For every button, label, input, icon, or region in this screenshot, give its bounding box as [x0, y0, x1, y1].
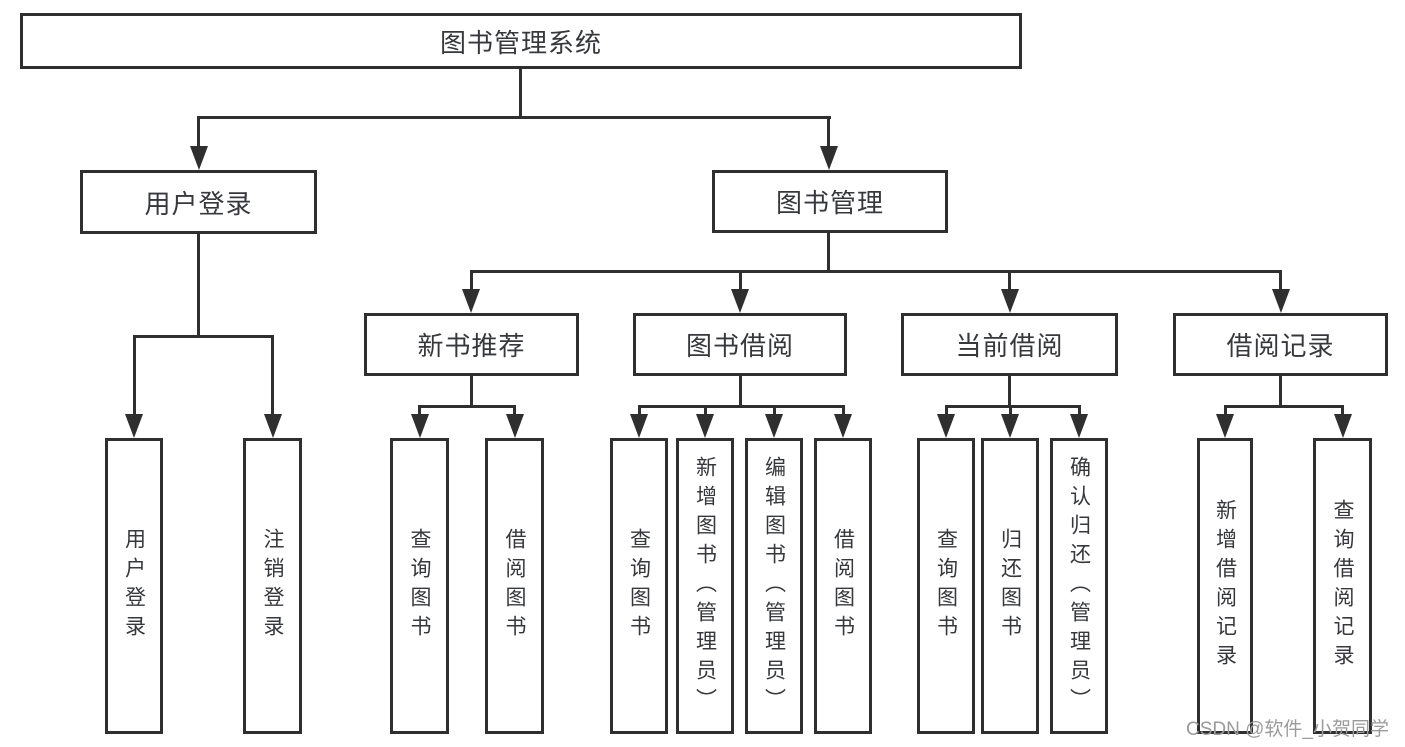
node-leaf-user-login: 用户登录 — [105, 438, 163, 734]
arrow-down-icon — [937, 414, 955, 438]
v-line — [1077, 405, 1081, 418]
node-leaf-add-borrow-record: 新增借阅记录 — [1197, 438, 1253, 734]
node-leaf-confirm-return-admin: 确认归还（管理员） — [1050, 438, 1108, 734]
v-line — [469, 270, 473, 293]
node-book-management: 图书管理 — [712, 170, 948, 233]
arrow-down-icon — [410, 414, 429, 438]
v-line — [738, 376, 742, 408]
watermark: CSDN @软件_小贺同学 — [1186, 719, 1389, 740]
h-line — [944, 405, 1081, 408]
v-line — [1008, 270, 1011, 293]
node-leaf-query-book-recommend: 查询图书 — [390, 438, 449, 734]
node-leaf-return-book: 归还图书 — [981, 438, 1039, 734]
v-line — [519, 69, 522, 118]
arrow-down-icon — [1216, 414, 1234, 438]
arrow-down-icon — [1070, 414, 1088, 438]
leaf-label: 确认归还（管理员） — [1067, 455, 1091, 717]
leaf-label: 查询图书 — [934, 528, 958, 644]
arrow-down-icon — [263, 414, 282, 438]
arrow-down-icon — [834, 414, 852, 438]
node-leaf-edit-book-admin: 编辑图书（管理员） — [745, 438, 803, 734]
v-line — [513, 405, 516, 418]
v-line — [1223, 405, 1227, 418]
v-line — [271, 335, 274, 418]
arrow-down-icon — [630, 414, 648, 438]
node-new-book-recommend: 新书推荐 — [364, 313, 579, 376]
leaf-label: 借阅图书 — [831, 528, 855, 644]
v-line — [944, 405, 948, 418]
h-line — [418, 405, 516, 408]
arrow-down-icon — [1333, 414, 1352, 438]
v-line — [738, 270, 742, 293]
arrow-down-icon — [696, 414, 714, 438]
leaf-label: 编辑图书（管理员） — [762, 455, 786, 717]
v-line — [197, 116, 200, 150]
v-line — [1008, 376, 1011, 408]
v-line — [772, 405, 776, 418]
leaf-label: 新增图书（管理员） — [693, 455, 717, 717]
arrow-down-icon — [731, 289, 749, 313]
v-line — [1008, 405, 1012, 418]
v-line — [637, 405, 641, 418]
v-line — [827, 116, 830, 150]
arrow-down-icon — [505, 414, 524, 438]
arrow-down-icon — [462, 289, 480, 313]
v-line — [841, 405, 845, 418]
h-line — [132, 335, 274, 338]
arrow-down-icon — [819, 146, 838, 170]
leaf-label: 查询借阅记录 — [1331, 499, 1354, 673]
leaf-label: 新增借阅记录 — [1213, 499, 1237, 673]
v-line — [418, 405, 421, 418]
v-line — [1279, 270, 1282, 293]
node-leaf-borrow-book-recommend: 借阅图书 — [485, 438, 544, 734]
leaf-label: 注销登录 — [261, 528, 284, 644]
arrow-down-icon — [189, 146, 208, 170]
arrow-down-icon — [1000, 289, 1019, 313]
node-book-borrow: 图书借阅 — [633, 313, 847, 376]
leaf-label: 查询图书 — [627, 528, 651, 644]
node-leaf-borrow-book: 借阅图书 — [814, 438, 872, 734]
leaf-label: 借阅图书 — [503, 528, 526, 644]
arrow-down-icon — [125, 414, 143, 438]
arrow-down-icon — [1001, 414, 1019, 438]
arrow-down-icon — [765, 414, 783, 438]
v-line — [470, 376, 473, 408]
h-line — [1223, 405, 1344, 408]
node-leaf-query-book-current: 查询图书 — [917, 438, 975, 734]
leaf-label: 查询图书 — [408, 528, 431, 644]
node-borrow-records: 借阅记录 — [1173, 313, 1388, 376]
node-library-system: 图书管理系统 — [20, 13, 1022, 69]
v-line — [132, 335, 136, 418]
v-line — [703, 405, 707, 418]
node-user-login: 用户登录 — [80, 170, 317, 234]
v-line — [827, 233, 830, 273]
v-line — [197, 234, 200, 338]
node-leaf-logout: 注销登录 — [243, 438, 302, 734]
node-leaf-query-borrow-record: 查询借阅记录 — [1313, 438, 1372, 734]
arrow-down-icon — [1271, 289, 1290, 313]
h-line — [469, 270, 1282, 273]
leaf-label: 归还图书 — [998, 528, 1022, 644]
h-line — [197, 116, 831, 119]
node-leaf-add-book-admin: 新增图书（管理员） — [676, 438, 734, 734]
leaf-label: 用户登录 — [122, 528, 146, 644]
v-line — [1279, 376, 1282, 408]
node-leaf-query-book-borrow: 查询图书 — [610, 438, 668, 734]
node-current-borrow: 当前借阅 — [901, 313, 1118, 376]
h-line — [637, 405, 845, 408]
v-line — [1341, 405, 1344, 418]
